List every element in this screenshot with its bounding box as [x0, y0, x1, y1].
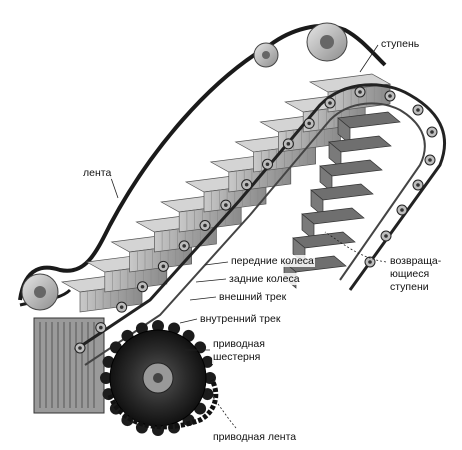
label-inner-track: внутренний трек — [199, 313, 282, 325]
label-returning-steps: возвраща- ющиеся ступени — [389, 255, 443, 294]
label-rear-wheels: задние колеса — [228, 273, 301, 285]
track-wheels — [74, 86, 438, 354]
label-drive-gear-line2: шестерня — [213, 351, 261, 363]
label-drive-gear-line1: приводная — [213, 338, 265, 350]
label-returning-steps-line3: ступени — [390, 281, 429, 293]
returning-steps — [283, 111, 401, 289]
label-drive-gear: приводная шестерня — [212, 338, 266, 364]
label-outer-track: внешний трек — [218, 291, 288, 303]
label-steps: ступень — [380, 38, 421, 50]
label-belt: лента — [82, 167, 113, 179]
label-drive-belt: приводная лента — [212, 431, 298, 443]
label-returning-steps-line1: возвраща- — [390, 255, 442, 267]
bottom-roller — [21, 273, 59, 311]
return-step — [337, 111, 401, 145]
drive-belt — [107, 378, 219, 430]
label-front-wheels: передние колеса — [230, 255, 315, 267]
return-step — [301, 207, 365, 241]
return-step — [319, 159, 383, 193]
motor-block — [33, 317, 105, 414]
top-rollers — [253, 22, 348, 68]
return-step — [310, 183, 374, 217]
return-step — [328, 135, 392, 169]
label-returning-steps-line2: ющиеся — [390, 268, 430, 280]
